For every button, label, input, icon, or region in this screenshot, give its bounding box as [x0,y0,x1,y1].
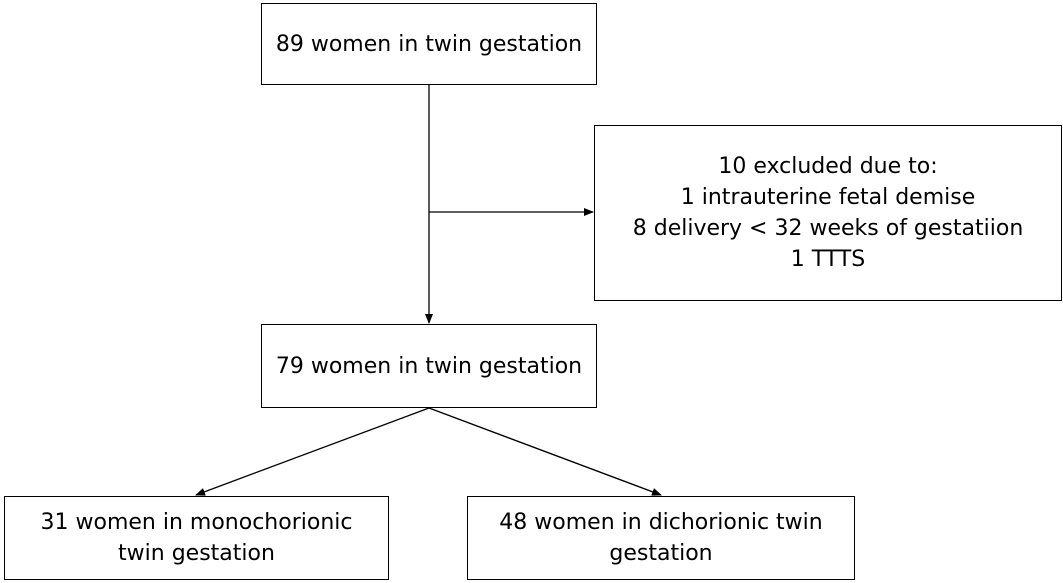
arrow-middle-to-left [195,407,430,496]
node-monochorionic-line-2: twin gestation [118,541,275,566]
excluded-reason-demise: 1 intrauterine fetal demise [680,185,976,210]
node-monochorionic-line-1: 31 women in monochorionic [40,510,353,535]
node-total-women-text: 89 women in twin gestation [275,31,583,57]
node-dichorionic-line-1: 48 women in dichorionic twin [499,510,823,535]
node-included-women: 79 women in twin gestation [261,324,597,408]
arrow-middle-to-right [428,407,662,496]
node-excluded: 10 excluded due to: 1 intrauterine fetal… [594,125,1062,301]
node-monochorionic: 31 women in monochorionic twin gestation [4,496,389,580]
node-total-women: 89 women in twin gestation [261,3,597,85]
excluded-reason-ttts: 1 TTTS [790,247,866,272]
excluded-reason-delivery: 8 delivery < 32 weeks of gestatiion [632,216,1024,241]
excluded-heading: 10 excluded due to: [718,154,938,179]
node-dichorionic: 48 women in dichorionic twin gestation [467,496,855,580]
node-included-women-text: 79 women in twin gestation [275,353,583,379]
node-dichorionic-line-2: gestation [609,541,713,566]
